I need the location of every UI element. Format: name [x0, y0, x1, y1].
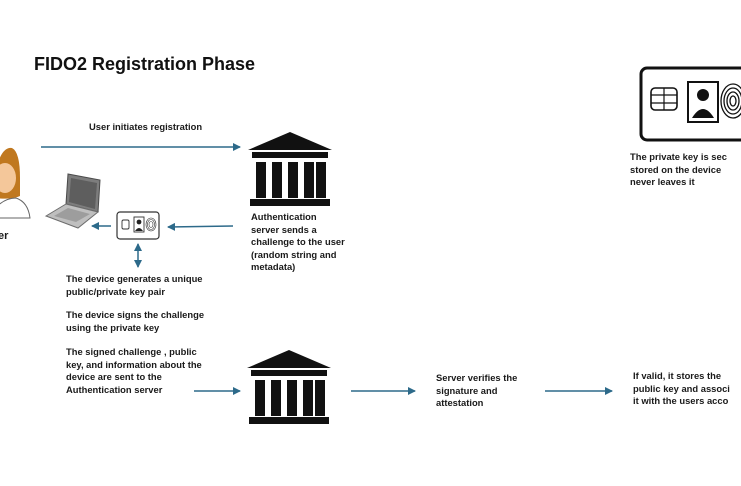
- initiate-label: User initiates registration: [89, 121, 203, 132]
- generate-keys-label: The device generates a unique public/pri…: [66, 273, 203, 297]
- server-challenge-label: Authentication server sends a challenge …: [251, 211, 345, 273]
- sign-challenge-label: The device signs the challenge using the…: [66, 309, 205, 333]
- fingerprint-icon: [720, 83, 741, 119]
- chip-icon: [650, 87, 678, 111]
- send-signed-label: The signed challenge , public key, and i…: [66, 346, 202, 395]
- bank-server-icon: [248, 132, 332, 206]
- user-label: er: [0, 230, 9, 242]
- authenticator-device-icon: [116, 211, 160, 240]
- security-card-icon: [639, 66, 741, 142]
- bank-server-icon: [247, 350, 331, 424]
- store-label: If valid, it stores the public key and a…: [633, 370, 730, 407]
- challenge-arrow: [167, 222, 234, 231]
- laptop-icon: [44, 173, 101, 229]
- verify-label: Server verifies the signature and attest…: [436, 372, 518, 409]
- person-icon: [687, 81, 719, 123]
- private-key-note: The private key is sec stored on the dev…: [630, 151, 727, 188]
- user-avatar-icon: [0, 147, 31, 219]
- page-title: FIDO2 Registration Phase: [34, 54, 256, 74]
